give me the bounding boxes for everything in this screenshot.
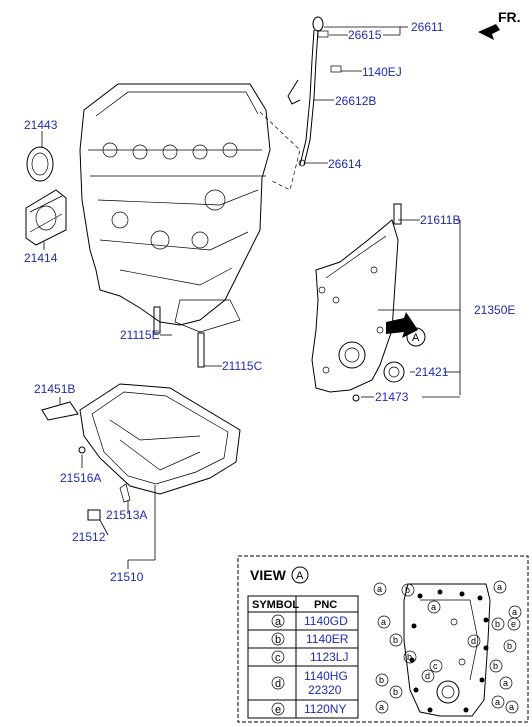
block-bolt-drawing (153, 306, 205, 368)
row-c-symbol: c (275, 652, 281, 664)
row-d-pnc-2: 22320 (308, 683, 342, 697)
svg-text:b: b (393, 687, 398, 697)
svg-text:b: b (495, 619, 500, 629)
svg-text:b: b (493, 661, 498, 671)
label-26614: 26614 (328, 157, 362, 171)
row-a-pnc: 1140GD (304, 614, 348, 628)
oil-pan-small-parts (41, 401, 131, 521)
svg-text:a: a (512, 607, 517, 617)
label-21443: 21443 (24, 118, 58, 132)
front-direction-indicator: FR. (478, 9, 521, 40)
view-title: VIEW (250, 567, 287, 583)
label-21115c: 21115C (222, 359, 263, 373)
svg-text:a: a (381, 617, 386, 627)
label-21421: 21421 (415, 365, 449, 379)
svg-text:e: e (511, 619, 516, 629)
rear-oil-seal-drawing (26, 146, 54, 182)
label-21473: 21473 (375, 390, 409, 404)
svg-text:a: a (503, 678, 508, 688)
header-pnc: PNC (314, 599, 337, 611)
label-21512: 21512 (72, 530, 106, 544)
svg-text:b: b (507, 641, 512, 651)
label-26615: 26615 (348, 28, 382, 42)
svg-text:a: a (495, 697, 500, 707)
svg-text:a: a (379, 702, 384, 712)
engine-block-drawing (79, 83, 301, 333)
view-marker-a: A (412, 332, 420, 344)
view-title-marker: A (296, 570, 304, 582)
row-e-pnc: 1120NY (304, 702, 346, 716)
label-21513a: 21513A (106, 508, 147, 522)
svg-text:b: b (405, 585, 410, 595)
row-a-symbol: a (275, 616, 282, 628)
label-21510: 21510 (110, 570, 144, 584)
timing-cover-detail-drawing (403, 583, 491, 717)
label-21451b: 21451B (34, 382, 75, 396)
front-arrow-icon (478, 24, 500, 40)
svg-text:b: b (379, 675, 384, 685)
label-26612b: 26612B (335, 94, 376, 108)
label-21414: 21414 (24, 251, 58, 265)
view-a-arrow: A (386, 312, 426, 347)
svg-text:a: a (377, 584, 382, 594)
svg-text:a: a (431, 602, 436, 612)
row-b-symbol: b (275, 634, 281, 646)
svg-text:a: a (497, 582, 502, 592)
front-oil-seal-drawing (352, 361, 405, 402)
label-21516a: 21516A (60, 471, 101, 485)
label-26611: 26611 (411, 20, 444, 34)
row-c-pnc: 1123LJ (310, 650, 348, 664)
view-arrow-icon (386, 312, 418, 338)
svg-text:d: d (425, 671, 430, 681)
svg-text:b: b (393, 635, 398, 645)
row-b-pnc: 1140ER (306, 632, 349, 646)
row-d-pnc-1: 1140HG (304, 669, 348, 683)
view-a-panel: VIEW A SYMBOL PNC a 1140GD b 1140ER c 11… (237, 555, 529, 723)
seal-case-drawing (25, 189, 67, 246)
row-d-symbol: d (275, 678, 281, 690)
label-21350e: 21350E (474, 303, 515, 317)
row-e-symbol: e (275, 704, 281, 716)
svg-text:a: a (509, 702, 514, 712)
header-symbol: SYMBOL (252, 599, 299, 611)
svg-text:c: c (433, 661, 438, 671)
oil-pan-drawing (79, 383, 241, 495)
timing-cover-drawing (311, 203, 402, 393)
label-21115e: 21115E (120, 328, 160, 342)
svg-text:b: b (407, 652, 412, 662)
front-label: FR. (498, 9, 521, 25)
label-21611b: 21611B (420, 213, 460, 227)
label-1140ej: 1140EJ (362, 65, 402, 79)
dipstick-drawing (287, 16, 342, 167)
symbol-pnc-table: SYMBOL PNC a 1140GD b 1140ER c 1123LJ d … (247, 595, 359, 719)
svg-text:d: d (471, 636, 476, 646)
